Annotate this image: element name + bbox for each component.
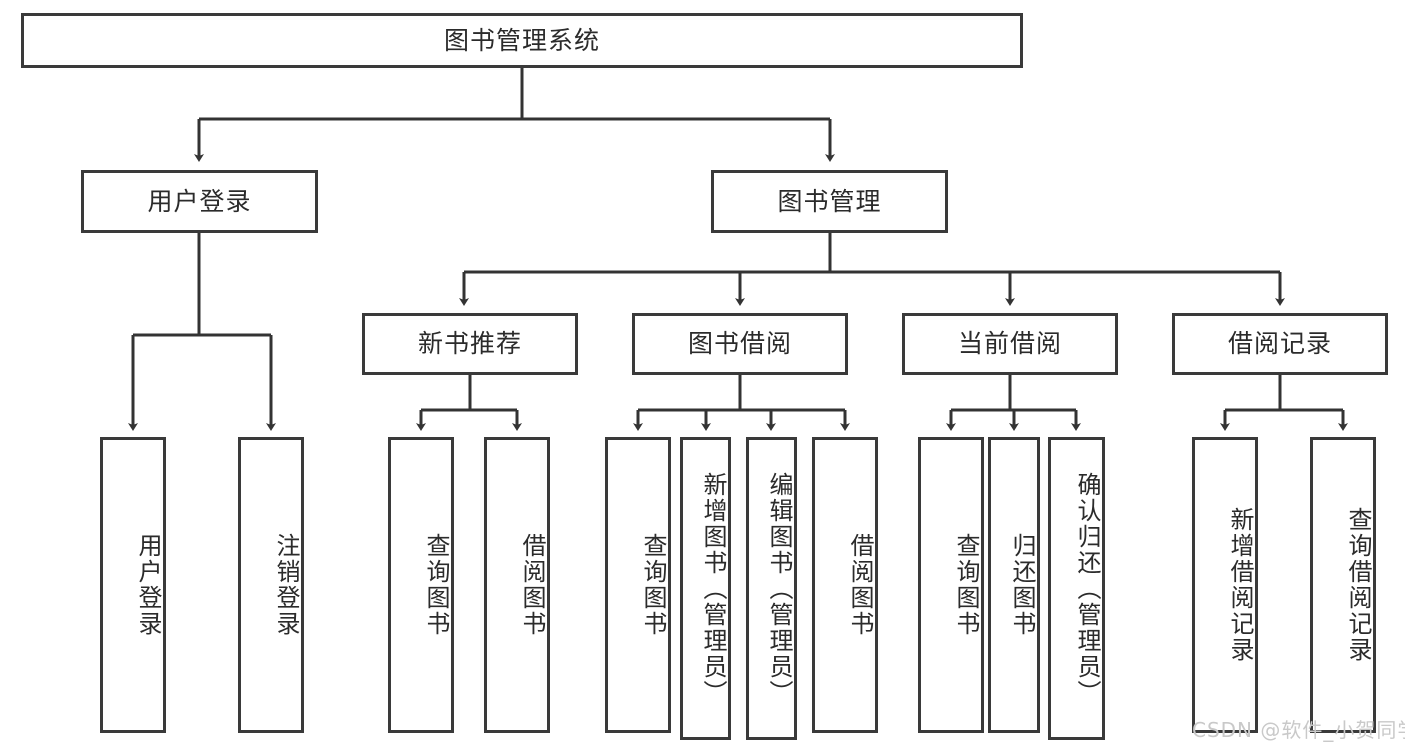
node-leaf-borrow-book-2[interactable]: 借阅图书 bbox=[812, 437, 878, 733]
node-current-borrow-label: 当前借阅 bbox=[957, 329, 1062, 359]
node-leaf-user-login-label: 用户登录 bbox=[134, 533, 162, 637]
node-new-book[interactable]: 新书推荐 bbox=[362, 313, 578, 375]
node-leaf-return-book[interactable]: 归还图书 bbox=[988, 437, 1040, 733]
node-user-login-label: 用户登录 bbox=[147, 186, 252, 216]
node-book-borrow-label: 图书借阅 bbox=[687, 329, 792, 359]
node-leaf-query-book-3-label: 查询图书 bbox=[952, 533, 980, 637]
node-leaf-borrow-book-1-label: 借阅图书 bbox=[518, 533, 546, 637]
node-leaf-query-book-1[interactable]: 查询图书 bbox=[388, 437, 454, 733]
node-leaf-borrow-book-2-label: 借阅图书 bbox=[846, 533, 874, 637]
node-leaf-add-borrow-record-label: 新增借阅记录 bbox=[1226, 507, 1254, 663]
node-leaf-edit-book-admin[interactable]: 编辑图书（管理员） bbox=[746, 437, 797, 740]
node-leaf-confirm-return-admin-label: 确认归还（管理员） bbox=[1073, 471, 1101, 706]
node-leaf-logout-label: 注销登录 bbox=[272, 533, 300, 637]
node-leaf-query-book-3[interactable]: 查询图书 bbox=[918, 437, 984, 733]
node-current-borrow[interactable]: 当前借阅 bbox=[902, 313, 1118, 375]
node-leaf-add-book-admin[interactable]: 新增图书（管理员） bbox=[680, 437, 731, 740]
node-borrow-record-label: 借阅记录 bbox=[1227, 329, 1332, 359]
node-leaf-user-login[interactable]: 用户登录 bbox=[100, 437, 166, 733]
node-book-borrow[interactable]: 图书借阅 bbox=[632, 313, 848, 375]
node-book-manage[interactable]: 图书管理 bbox=[711, 170, 948, 233]
node-leaf-confirm-return-admin[interactable]: 确认归还（管理员） bbox=[1048, 437, 1105, 740]
node-leaf-query-borrow-record[interactable]: 查询借阅记录 bbox=[1310, 437, 1376, 733]
node-leaf-query-borrow-record-label: 查询借阅记录 bbox=[1344, 507, 1372, 663]
node-leaf-add-borrow-record[interactable]: 新增借阅记录 bbox=[1192, 437, 1258, 733]
node-user-login[interactable]: 用户登录 bbox=[81, 170, 318, 233]
node-new-book-label: 新书推荐 bbox=[417, 329, 522, 359]
node-leaf-return-book-label: 归还图书 bbox=[1008, 533, 1036, 637]
node-borrow-record[interactable]: 借阅记录 bbox=[1172, 313, 1388, 375]
node-leaf-edit-book-admin-label: 编辑图书（管理员） bbox=[765, 471, 793, 706]
node-root-label: 图书管理系统 bbox=[443, 25, 600, 55]
watermark: CSDN @软件_小贺同学 bbox=[1192, 718, 1405, 742]
node-leaf-query-book-1-label: 查询图书 bbox=[422, 533, 450, 637]
node-leaf-add-book-admin-label: 新增图书（管理员） bbox=[699, 471, 727, 706]
node-root[interactable]: 图书管理系统 bbox=[21, 13, 1023, 68]
node-leaf-query-book-2-label: 查询图书 bbox=[639, 533, 667, 637]
node-leaf-query-book-2[interactable]: 查询图书 bbox=[605, 437, 671, 733]
node-book-manage-label: 图书管理 bbox=[777, 186, 882, 216]
node-leaf-borrow-book-1[interactable]: 借阅图书 bbox=[484, 437, 550, 733]
node-leaf-logout[interactable]: 注销登录 bbox=[238, 437, 304, 733]
